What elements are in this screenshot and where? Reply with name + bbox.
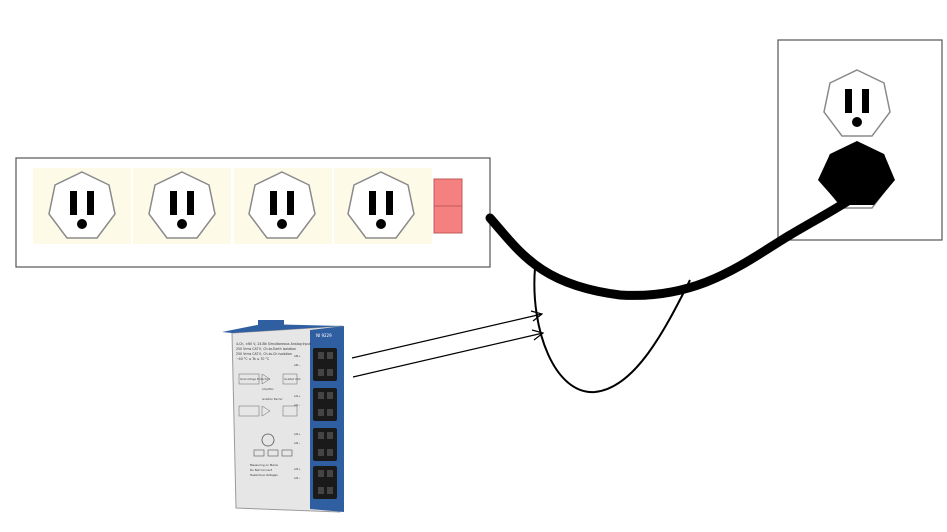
channel-label: AI2− — [294, 441, 300, 445]
block-label: Overvoltage Protection — [240, 377, 270, 381]
signal-lead — [351, 313, 543, 359]
arrow-head-icon — [530, 310, 544, 322]
spec-line: 250 Vrms CAT II, Ch-to-Ch isolation — [236, 352, 292, 356]
power-strip — [15, 157, 491, 268]
terminal-block — [313, 388, 337, 421]
probe-lead-loop — [533, 267, 691, 394]
strip-outlet — [334, 168, 432, 244]
wall-plate — [777, 39, 943, 241]
channel-label: AI2+ — [294, 432, 300, 436]
terminal-block — [313, 466, 337, 499]
strip-outlet — [33, 168, 131, 244]
module-front — [222, 324, 342, 333]
module-model: NI 9229 — [316, 333, 332, 338]
module-top-tab — [258, 320, 284, 328]
terminal-connectors — [313, 348, 337, 499]
footer-line: Do Not Connect — [250, 468, 273, 472]
channel-label: AI1+ — [294, 394, 300, 398]
spec-line: −40 °C ≤ Ta ≤ 70 °C — [236, 357, 270, 361]
strip-outlet — [234, 168, 332, 244]
channel-label: AI3− — [294, 476, 300, 480]
footer-line: Measuring on Mains — [250, 463, 278, 467]
channel-label: AI0+ — [294, 354, 300, 358]
power-cord — [485, 190, 862, 300]
module-spec-text: NI 9229 4-Ch, ±60 V, 24-Bit Simultaneous… — [236, 333, 332, 361]
spec-line: 250 Vrms CAT II, Ch-to-Earth isolation — [236, 347, 296, 351]
channel-label: AI3+ — [294, 467, 300, 471]
block-label: Isolation Barrier — [262, 397, 284, 401]
terminal-block — [313, 428, 337, 461]
module-footer-text: Measuring on Mains Do Not Connect Hazard… — [250, 463, 278, 477]
arrow-head-icon — [531, 329, 545, 341]
channel-labels: AI0+ AI0− AI1+ AI1− AI2+ AI2− AI3+ AI3− — [294, 354, 300, 480]
spec-line: 4-Ch, ±60 V, 24-Bit Simultaneous Analog … — [236, 342, 312, 346]
power-plug — [818, 141, 895, 205]
block-label: Isolated ADC — [284, 377, 301, 381]
wall-outlet — [777, 39, 943, 241]
block-label: Amplifier — [262, 387, 275, 391]
signal-leads — [351, 310, 545, 378]
signal-lead — [352, 332, 544, 378]
power-switch — [433, 178, 463, 234]
channel-label: AI1− — [294, 403, 300, 407]
channel-label: AI0− — [294, 363, 300, 367]
module-block-diagram: Overvoltage Protection Amplifier Isolate… — [238, 373, 301, 417]
footer-line: Hazardous Voltages — [250, 473, 278, 477]
certification-marks — [253, 433, 293, 457]
terminal-block — [313, 348, 337, 381]
daq-module: NI 9229 4-Ch, ±60 V, 24-Bit Simultaneous… — [222, 320, 344, 513]
strip-outlet — [133, 168, 231, 244]
